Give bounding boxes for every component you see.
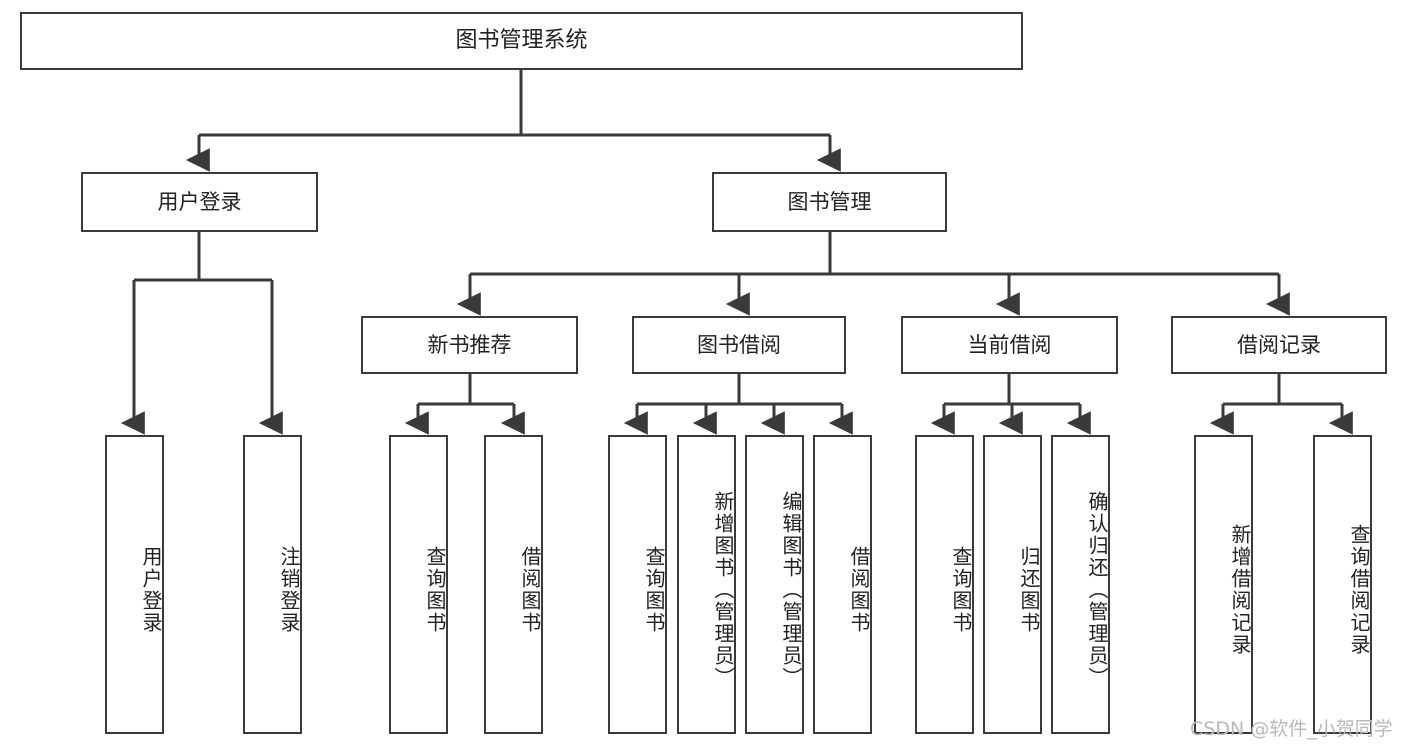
- node-book-management[interactable]: 图书管理: [712, 172, 947, 232]
- leaf-book-borrow-query[interactable]: 查询图书: [608, 435, 667, 734]
- node-label: 当前借阅: [967, 332, 1052, 357]
- node-new-book-recommend[interactable]: 新书推荐: [361, 316, 578, 374]
- leaf-new-book-query[interactable]: 查询图书: [389, 435, 448, 734]
- node-label: 用户登录: [139, 545, 163, 634]
- node-label: 借阅记录: [1237, 332, 1321, 357]
- leaf-book-borrow-borrow[interactable]: 借阅图书: [813, 435, 872, 734]
- node-borrow-record[interactable]: 借阅记录: [1171, 316, 1387, 374]
- node-label: 用户登录: [157, 189, 242, 214]
- node-label: 新增图书（管理员）: [711, 490, 735, 689]
- node-label: 图书管理: [787, 189, 872, 214]
- node-label: 新增借阅记录: [1228, 523, 1252, 656]
- node-label: 查询图书: [949, 545, 973, 634]
- node-label: 图书管理系统: [455, 28, 588, 54]
- node-label: 新书推荐: [427, 332, 512, 357]
- node-label: 确认归还（管理员）: [1085, 490, 1109, 689]
- node-root-book-management-system[interactable]: 图书管理系统: [20, 12, 1023, 70]
- leaf-new-book-borrow[interactable]: 借阅图书: [484, 435, 543, 734]
- leaf-user-login-logout[interactable]: 注销登录: [243, 435, 302, 734]
- leaf-user-login-login[interactable]: 用户登录: [105, 435, 164, 734]
- leaf-current-borrow-confirm-return[interactable]: 确认归还（管理员）: [1051, 435, 1110, 734]
- node-current-borrow[interactable]: 当前借阅: [901, 316, 1118, 374]
- node-label: 图书借阅: [697, 332, 781, 357]
- node-label: 编辑图书（管理员）: [779, 490, 803, 689]
- leaf-current-borrow-return[interactable]: 归还图书: [983, 435, 1042, 734]
- leaf-book-borrow-edit[interactable]: 编辑图书（管理员）: [745, 435, 804, 734]
- node-book-borrow[interactable]: 图书借阅: [632, 316, 846, 374]
- node-label: 查询图书: [642, 545, 666, 634]
- node-label: 归还图书: [1017, 545, 1041, 634]
- leaf-book-borrow-add[interactable]: 新增图书（管理员）: [677, 435, 736, 734]
- leaf-current-borrow-query[interactable]: 查询图书: [915, 435, 974, 734]
- leaf-borrow-record-add[interactable]: 新增借阅记录: [1194, 435, 1253, 734]
- node-label: 查询图书: [423, 545, 447, 634]
- leaf-borrow-record-query[interactable]: 查询借阅记录: [1313, 435, 1372, 734]
- node-label: 查询借阅记录: [1347, 523, 1371, 656]
- watermark: CSDN @软件_小贺同学: [1190, 718, 1393, 740]
- node-label: 借阅图书: [518, 545, 542, 634]
- node-label: 注销登录: [277, 545, 301, 634]
- node-user-login[interactable]: 用户登录: [81, 172, 318, 232]
- node-label: 借阅图书: [847, 545, 871, 634]
